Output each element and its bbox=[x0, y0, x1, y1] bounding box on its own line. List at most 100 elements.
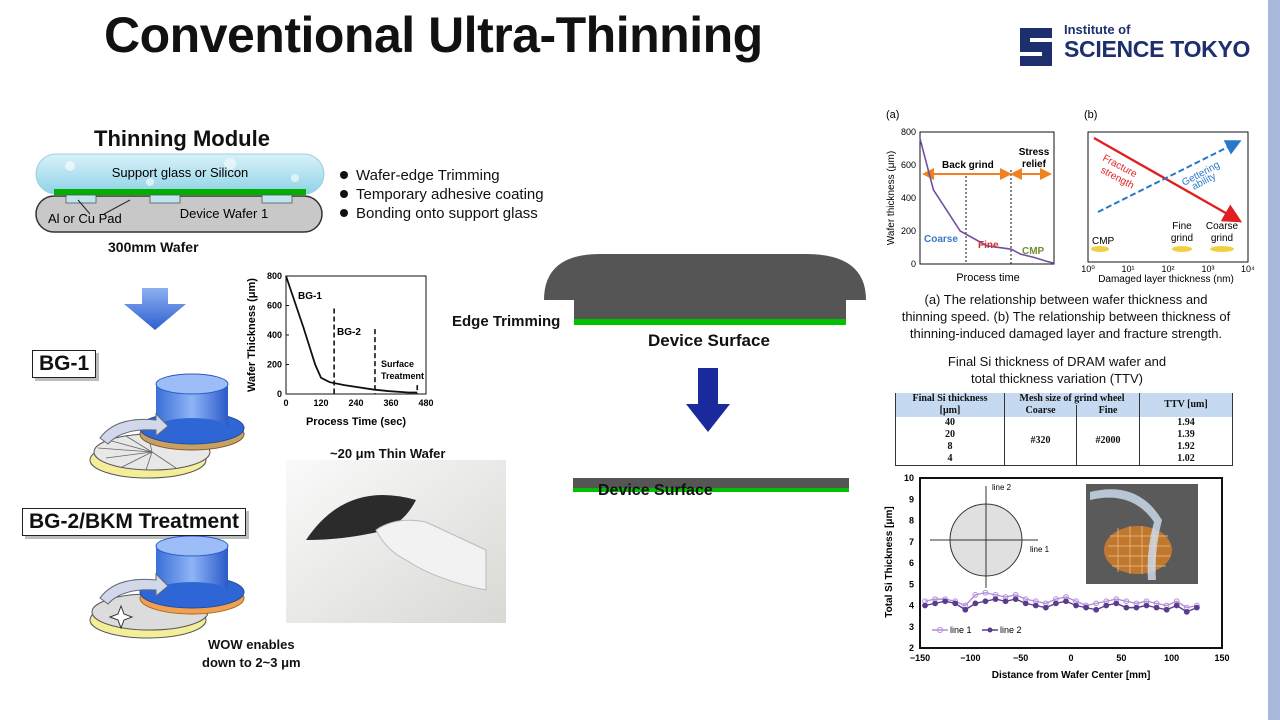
logo-line1: Institute of bbox=[1064, 22, 1131, 37]
thickness-curve bbox=[285, 275, 418, 394]
x-tick-label: 360 bbox=[383, 398, 398, 408]
si-point bbox=[992, 596, 999, 603]
si-x-tick-label: −100 bbox=[960, 653, 980, 663]
si-x-tick-label: 50 bbox=[1116, 653, 1126, 663]
th-ttv: TTV [um] bbox=[1139, 393, 1233, 417]
b-x-tick-label: 10⁰ bbox=[1081, 264, 1095, 274]
y-tick-label: 800 bbox=[267, 271, 282, 281]
inset-line1: line 1 bbox=[1030, 545, 1050, 554]
cmp-label-a: CMP bbox=[1022, 246, 1045, 257]
legend-line1: line 1 bbox=[950, 625, 972, 635]
si-point bbox=[1083, 604, 1090, 611]
si-x-tick-label: −50 bbox=[1013, 653, 1028, 663]
table-title-line: Final Si thickness of DRAM wafer and bbox=[947, 354, 1167, 369]
stress-label-1: Stress bbox=[1019, 147, 1050, 158]
module-bullets: Wafer-edge Trimming Temporary adhesive c… bbox=[340, 166, 544, 223]
surface-annotation: Surface bbox=[381, 359, 414, 369]
si-x-tick-label: 150 bbox=[1214, 653, 1229, 663]
chart-b-damage-vs-strength: (b) Fracture strength Gettering ability … bbox=[1081, 109, 1255, 285]
table-row: 4 1.02 bbox=[895, 453, 1233, 466]
coarse-grind-label-1: Coarse bbox=[1206, 221, 1239, 232]
photo-caption: ~20 μm Thin Wafer bbox=[330, 446, 446, 461]
caption-line: thinning-induced damaged layer and fract… bbox=[909, 326, 1223, 341]
si-point bbox=[1193, 604, 1200, 611]
edge-trimming-label: Edge Trimming bbox=[452, 313, 561, 330]
si-point bbox=[1093, 600, 1100, 607]
a-y-tick-label: 800 bbox=[901, 127, 916, 137]
bullet-item: Bonding onto support glass bbox=[340, 204, 544, 223]
inset-line2: line 2 bbox=[992, 483, 1012, 492]
th-coarse: Coarse bbox=[1003, 405, 1078, 417]
slide-title: Conventional Ultra-Thinning bbox=[104, 7, 763, 63]
x-tick-label: 0 bbox=[283, 398, 288, 408]
b-x-tick-label: 10² bbox=[1161, 264, 1174, 274]
si-point bbox=[1063, 598, 1069, 605]
si-point bbox=[982, 598, 989, 605]
y-tick-label: 0 bbox=[277, 389, 282, 399]
si-point bbox=[1032, 602, 1039, 609]
chart-a-xlabel: Process time bbox=[956, 272, 1020, 284]
si-point bbox=[972, 591, 979, 598]
y-tick-label: 400 bbox=[267, 330, 282, 340]
si-y-tick-label: 6 bbox=[909, 558, 914, 568]
si-point bbox=[952, 600, 959, 607]
fine-grind-label-1: Fine bbox=[1172, 221, 1192, 232]
chart-b-panel: (b) bbox=[1084, 109, 1097, 121]
si-y-tick-label: 5 bbox=[909, 579, 914, 589]
support-glass-label: Support glass or Silicon bbox=[112, 165, 249, 180]
ttv-table-wrap: Final Si thickness Mesh size of grind wh… bbox=[895, 393, 1233, 466]
si-x-tick-label: 0 bbox=[1068, 653, 1073, 663]
si-point bbox=[932, 600, 938, 607]
ttv-table: Final Si thickness Mesh size of grind wh… bbox=[895, 393, 1233, 466]
a-y-tick-label: 600 bbox=[901, 160, 916, 170]
si-y-tick-label: 4 bbox=[909, 601, 914, 611]
si-y-tick-label: 2 bbox=[909, 643, 914, 653]
gettering-ability-line bbox=[1097, 140, 1242, 213]
si-y-tick-label: 7 bbox=[909, 537, 914, 547]
a-y-tick-label: 200 bbox=[901, 226, 916, 236]
x-tick-label: 480 bbox=[418, 398, 433, 408]
si-point bbox=[972, 600, 979, 607]
x-tick-label: 240 bbox=[348, 398, 363, 408]
wow-line1: WOW enables bbox=[207, 637, 295, 652]
si-y-tick-label: 8 bbox=[909, 516, 914, 526]
caption-line: thinning speed. (b) The relationship bet… bbox=[901, 309, 1231, 324]
science-tokyo-mark-icon bbox=[1020, 28, 1052, 66]
si-point bbox=[1113, 600, 1120, 607]
si-legend: line 1 line 2 bbox=[932, 625, 1022, 635]
process-ylabel: Wafer Thickness (μm) bbox=[246, 278, 258, 392]
edge-trimming-diagram bbox=[544, 254, 866, 325]
pad-3 bbox=[261, 194, 293, 204]
si-point bbox=[1022, 600, 1029, 607]
th-mesh-size: Mesh size of grind wheel bbox=[1004, 393, 1140, 405]
bullet-item: Wafer-edge Trimming bbox=[340, 166, 544, 185]
y-tick-label: 600 bbox=[267, 301, 282, 311]
adhesive-layer bbox=[54, 189, 306, 195]
table-title: Final Si thickness of DRAM wafer and tot… bbox=[880, 353, 1234, 387]
si-point bbox=[1042, 604, 1049, 611]
bg1-grinder-illustration bbox=[89, 373, 245, 479]
backgrind-label: Back grind bbox=[942, 160, 994, 171]
fine-grind-label-2: grind bbox=[1171, 233, 1193, 244]
b-x-tick-label: 10¹ bbox=[1121, 264, 1134, 274]
si-ylabel: Total Si Thickness [μm] bbox=[884, 506, 895, 618]
logo: Institute of SCIENCE TOKYO bbox=[1016, 22, 1251, 74]
device-surface-bottom: Device Surface bbox=[598, 482, 713, 499]
si-x-tick-label: 100 bbox=[1164, 653, 1179, 663]
treatment-annotation: Treatment bbox=[381, 371, 424, 381]
module-heading: Thinning Module bbox=[94, 126, 270, 151]
bg2-label: BG-2/BKM Treatment bbox=[22, 508, 247, 536]
slide-edge-bar bbox=[1268, 0, 1280, 720]
fine-cell: #2000 bbox=[1076, 417, 1140, 466]
si-x-tick-label: −150 bbox=[910, 653, 930, 663]
thinning-arrow-icon bbox=[686, 368, 730, 432]
x-tick-label: 120 bbox=[313, 398, 328, 408]
wow-line2: down to 2~3 μm bbox=[202, 655, 301, 670]
si-point bbox=[1163, 606, 1170, 613]
legend-line2: line 2 bbox=[1000, 625, 1022, 635]
logo-line2: SCIENCE TOKYO bbox=[1064, 36, 1251, 62]
thin-wafer-photo bbox=[286, 460, 506, 623]
th-fine: Fine bbox=[1076, 405, 1140, 417]
chart-a-panel: (a) bbox=[886, 109, 899, 121]
